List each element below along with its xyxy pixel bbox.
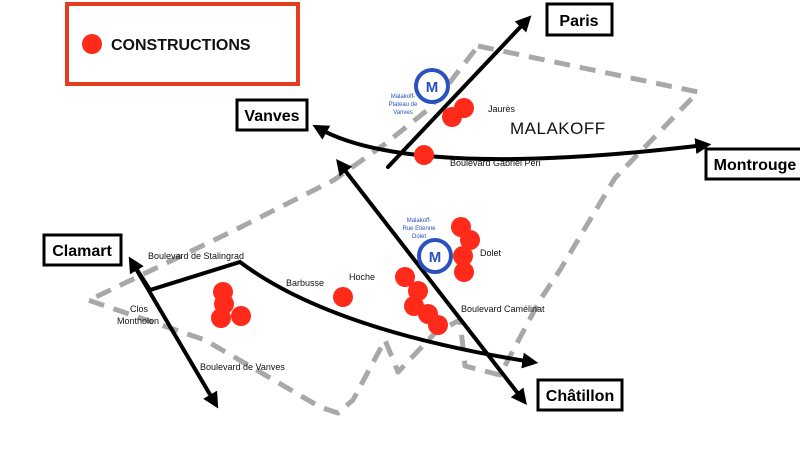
construction-site	[395, 267, 415, 287]
arrow-paris-chatillon	[336, 158, 527, 406]
metro-symbol: M	[429, 249, 442, 266]
street-label-bd-vanves: Boulevard de Vanves	[200, 362, 285, 372]
city-box-montrouge: Montrouge	[704, 147, 800, 181]
metro-label-line: Malakoff-	[391, 94, 416, 100]
city-label: Châtillon	[546, 388, 614, 405]
legend-label: CONSTRUCTIONS	[111, 37, 251, 54]
arrow-stalingrad-chatillon	[130, 259, 539, 369]
metro-icon	[414, 68, 450, 104]
construction-site	[460, 230, 480, 250]
city-label: Montrouge	[714, 157, 797, 174]
street-labels: Jaurès Boulevard Gabriel Peri Boulevard …	[117, 104, 545, 372]
construction-site	[333, 287, 353, 307]
metro-plateau-de-vanves: M Malakoff- Plateau de Vanves	[389, 68, 450, 116]
construction-site	[442, 107, 462, 127]
street-label-dolet: Dolet	[480, 248, 502, 258]
town-name: MALAKOFF	[510, 119, 606, 138]
construction-site	[408, 281, 428, 301]
construction-site	[428, 315, 448, 335]
city-label: Paris	[559, 13, 598, 30]
metro-label-line: Vanves	[393, 110, 413, 116]
legend: CONSTRUCTIONS	[65, 2, 300, 86]
metro-label-line: Plateau de	[389, 102, 418, 108]
metro-label-line: Malakoff-	[407, 218, 432, 224]
construction-site	[231, 306, 251, 326]
city-label: Clamart	[52, 243, 112, 260]
street-label-jaures: Jaurès	[488, 104, 516, 114]
legend-construction-marker	[82, 34, 102, 54]
city-box-vanves: Vanves	[235, 98, 309, 132]
metro-symbol: M	[426, 79, 439, 96]
metro-label-line: Dolet	[412, 234, 426, 240]
malakoff-boundary	[85, 43, 701, 416]
metro-rue-etienne-dolet: Malakoff- Rue Etienne Dolet M	[402, 218, 453, 274]
construction-site	[453, 246, 473, 266]
construction-site	[211, 308, 231, 328]
city-label: Vanves	[244, 108, 299, 125]
street-label-stalingrad: Boulevard de Stalingrad	[148, 251, 244, 261]
road-arrows	[128, 15, 712, 409]
street-label-hoche: Hoche	[349, 272, 375, 282]
construction-site	[414, 145, 434, 165]
street-label-clos: Clos	[130, 304, 149, 314]
city-box-clamart: Clamart	[42, 233, 123, 267]
construction-site	[454, 262, 474, 282]
metro-icon	[417, 238, 453, 274]
street-label-montholon: Montholon	[117, 316, 159, 326]
arrow-vanves-montrouge	[312, 124, 712, 162]
arrow-clamart-bd-vanves	[128, 256, 219, 409]
street-label-barbusse: Barbusse	[286, 278, 324, 288]
legend-frame	[65, 2, 300, 86]
street-label-camelinat: Boulevard Camélinat	[461, 304, 545, 314]
city-box-chatillon: Châtillon	[536, 378, 624, 412]
metro-label-line: Rue Etienne	[402, 226, 436, 232]
city-box-paris: Paris	[545, 2, 614, 37]
street-label-gabriel-peri: Boulevard Gabriel Peri	[450, 158, 541, 168]
construction-sites	[211, 98, 480, 335]
